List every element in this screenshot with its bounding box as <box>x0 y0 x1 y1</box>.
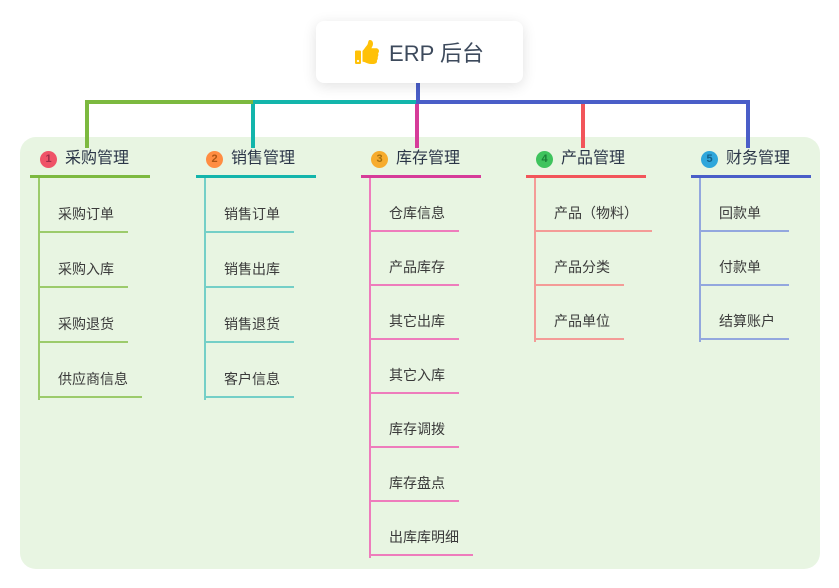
branch-children: 仓库信息产品库存其它出库其它入库库存调拨库存盘点出库库明细 <box>369 178 481 556</box>
mindmap-child-node: 销售退货 <box>204 288 316 343</box>
mindmap-branch-product: 4 产品管理 产品（物料） 产品分类产品单位 <box>526 148 652 342</box>
badge-number-3: 3 <box>371 150 388 168</box>
child-node-label[interactable]: 采购退货 <box>38 314 128 343</box>
mindmap-child-node: 结算账户 <box>699 286 811 340</box>
connector-drop-sales <box>251 102 255 148</box>
mindmap-child-node: 供应商信息 <box>38 343 150 398</box>
connector-root-stem <box>416 83 420 104</box>
child-node-label[interactable]: 产品单位 <box>534 311 624 340</box>
mindmap-branch-purchase: 1 采购管理 采购订单采购入库采购退货供应商信息 <box>30 148 150 400</box>
mindmap-child-node: 采购退货 <box>38 288 150 343</box>
badge-number-1: 1 <box>40 150 57 168</box>
branch-children: 销售订单销售出库销售退货客户信息 <box>204 178 316 398</box>
mindmap-child-node: 采购入库 <box>38 233 150 288</box>
branch-trunk-line <box>534 178 536 342</box>
badge-number-4: 4 <box>536 150 553 168</box>
child-node-label[interactable]: 销售出库 <box>204 259 294 288</box>
mindmap-child-node: 产品单位 <box>534 286 646 340</box>
child-node-label[interactable]: 结算账户 <box>699 311 789 340</box>
child-node-label[interactable]: 产品分类 <box>534 257 624 286</box>
child-node-label[interactable]: 客户信息 <box>204 369 294 398</box>
branch-title-finance[interactable]: 5 财务管理 <box>691 148 811 178</box>
child-node-label[interactable]: 销售退货 <box>204 314 294 343</box>
connector-drop-product <box>581 102 585 148</box>
mindmap-child-node: 付款单 <box>699 232 811 286</box>
child-node-label[interactable]: 库存盘点 <box>369 473 459 502</box>
child-node-label[interactable]: 回款单 <box>699 203 789 232</box>
branch-label: 库存管理 <box>396 150 461 167</box>
branches-background-panel <box>20 137 820 569</box>
branch-children: 产品（物料） 产品分类产品单位 <box>534 178 652 340</box>
mindmap-child-node: 产品分类 <box>534 232 646 286</box>
branch-trunk-line <box>204 178 206 400</box>
badge-number-5: 5 <box>701 150 718 168</box>
branch-label: 销售管理 <box>231 150 296 167</box>
branch-title-product[interactable]: 4 产品管理 <box>526 148 646 178</box>
mindmap-child-node: 产品库存 <box>369 232 481 286</box>
child-node-label[interactable]: 产品库存 <box>369 257 459 286</box>
child-node-label[interactable]: 出库库明细 <box>369 527 473 556</box>
child-node-label[interactable]: 产品（物料） <box>534 203 652 232</box>
connector-drop-inventory <box>415 102 419 148</box>
branch-children: 回款单付款单结算账户 <box>699 178 811 340</box>
branch-children: 采购订单采购入库采购退货供应商信息 <box>38 178 150 398</box>
branch-label: 采购管理 <box>65 150 130 167</box>
root-node-erp-backend[interactable]: ERP 后台 <box>316 21 523 83</box>
child-node-label[interactable]: 采购订单 <box>38 204 128 233</box>
mindmap-branch-sales: 2 销售管理 销售订单销售出库销售退货客户信息 <box>196 148 316 400</box>
connector-drop-finance <box>746 102 750 148</box>
badge-number-2: 2 <box>206 150 223 168</box>
mindmap-child-node: 回款单 <box>699 178 811 232</box>
mindmap-child-node: 其它入库 <box>369 340 481 394</box>
branch-trunk-line <box>38 178 40 400</box>
mindmap-child-node: 采购订单 <box>38 178 150 233</box>
child-node-label[interactable]: 仓库信息 <box>369 203 459 232</box>
branch-label: 财务管理 <box>726 150 791 167</box>
branch-title-purchase[interactable]: 1 采购管理 <box>30 148 150 178</box>
connector-horizontal-right <box>416 100 750 104</box>
branch-title-inventory[interactable]: 3 库存管理 <box>361 148 481 178</box>
mindmap-child-node: 仓库信息 <box>369 178 481 232</box>
branch-trunk-line <box>699 178 701 342</box>
branch-trunk-line <box>369 178 371 558</box>
child-node-label[interactable]: 供应商信息 <box>38 369 142 398</box>
mindmap-child-node: 出库库明细 <box>369 502 481 556</box>
branch-label: 产品管理 <box>561 150 626 167</box>
mindmap-branch-inventory: 3 库存管理 仓库信息产品库存其它出库其它入库库存调拨库存盘点出库库明细 <box>361 148 481 558</box>
child-node-label[interactable]: 采购入库 <box>38 259 128 288</box>
mindmap-child-node: 库存调拨 <box>369 394 481 448</box>
mindmap-child-node: 库存盘点 <box>369 448 481 502</box>
branch-title-sales[interactable]: 2 销售管理 <box>196 148 316 178</box>
connector-horizontal-mid <box>253 100 418 104</box>
thumbs-up-icon <box>355 40 380 64</box>
mindmap-child-node: 销售订单 <box>204 178 316 233</box>
mindmap-child-node: 其它出库 <box>369 286 481 340</box>
child-node-label[interactable]: 其它出库 <box>369 311 459 340</box>
mindmap-child-node: 产品（物料） <box>534 178 652 232</box>
child-node-label[interactable]: 销售订单 <box>204 204 294 233</box>
root-node-label: ERP 后台 <box>389 41 484 66</box>
mindmap-child-node: 销售出库 <box>204 233 316 288</box>
mindmap-child-node: 客户信息 <box>204 343 316 398</box>
connector-drop-purchase <box>85 102 89 148</box>
child-node-label[interactable]: 付款单 <box>699 257 789 286</box>
mindmap-branch-finance: 5 财务管理 回款单付款单结算账户 <box>691 148 811 342</box>
child-node-label[interactable]: 库存调拨 <box>369 419 459 448</box>
connector-horizontal-left <box>85 100 255 104</box>
child-node-label[interactable]: 其它入库 <box>369 365 459 394</box>
